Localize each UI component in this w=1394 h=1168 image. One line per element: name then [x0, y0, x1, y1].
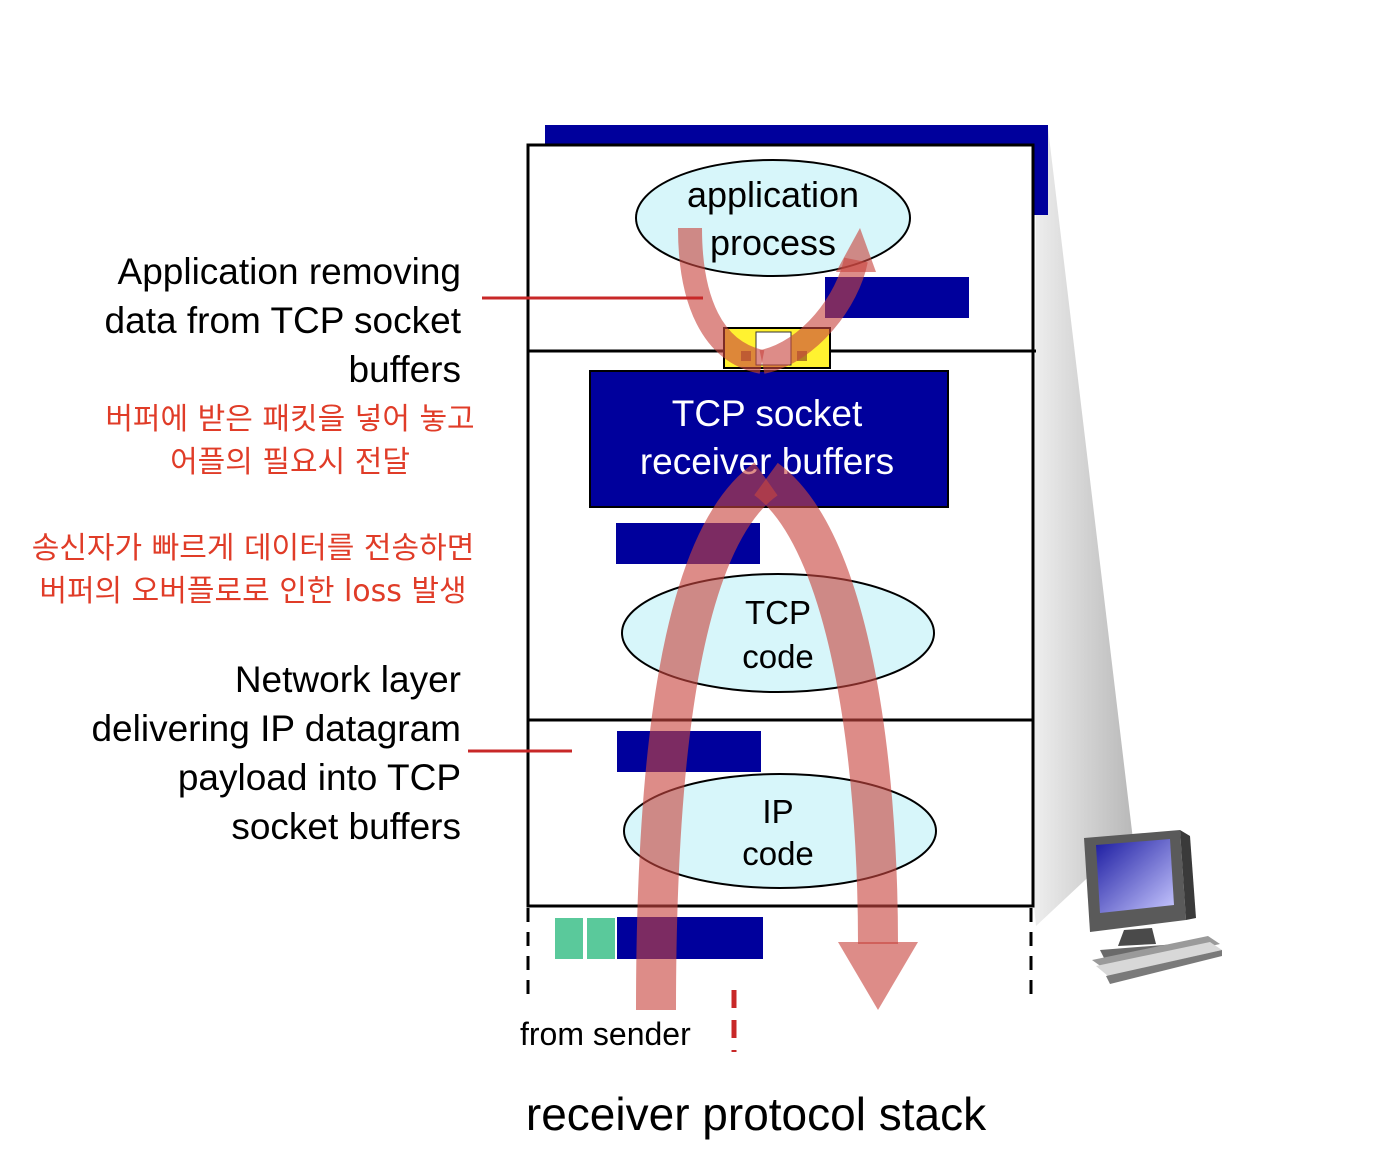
perspective-projection: [1034, 128, 1134, 926]
app-removing-line1: Application removing: [117, 251, 461, 292]
frame-header-1: [555, 918, 583, 959]
tcp-code-line1: TCP: [745, 594, 811, 631]
diagram-title: receiver protocol stack: [526, 1088, 987, 1140]
app-removing-line3: buffers: [348, 349, 461, 390]
upward-arrowhead: [836, 228, 876, 272]
application-label-line1: application: [687, 174, 859, 215]
from-sender-label: from sender: [520, 1016, 691, 1052]
network-layer-line3: payload into TCP: [177, 757, 461, 798]
tcp-code-line2: code: [742, 638, 814, 675]
ip-code-line1: IP: [762, 793, 793, 830]
downward-flow-arrow: [753, 462, 898, 945]
downward-arrowhead: [838, 942, 918, 1010]
network-layer-line1: Network layer: [234, 659, 461, 700]
network-layer-line2: delivering IP datagram: [91, 708, 461, 749]
application-label-line2: process: [710, 222, 836, 263]
network-layer-line4: socket buffers: [231, 806, 461, 847]
app-removing-line2: data from TCP socket: [104, 300, 461, 341]
app-loop-right: [758, 257, 868, 374]
korean-buffer-note-line1: 버퍼에 받은 패킷을 넣어 놓고: [105, 402, 475, 437]
korean-overflow-note-line2: 버퍼의 오버플로로 인한 loss 발생: [39, 574, 467, 609]
upward-flow-arrow: [636, 462, 779, 1011]
korean-overflow-note-line1: 송신자가 빠르게 데이터를 전송하면: [31, 531, 475, 566]
korean-buffer-note: 버퍼에 받은 패킷을 넣어 놓고 어플의 필요시 전달: [40, 398, 540, 484]
tcp-buffer-label-line1: TCP socket: [672, 393, 863, 434]
application-process-ellipse: [635, 159, 911, 277]
frame-header-2: [587, 918, 615, 959]
stack-back-slab: [545, 125, 1048, 147]
korean-buffer-note-line2: 어플의 필요시 전달: [170, 445, 410, 480]
app-loop-left: [678, 227, 765, 374]
ip-code-line2: code: [742, 835, 814, 872]
app-removing-annotation: Application removing data from TCP socke…: [105, 247, 461, 394]
desktop-computer-icon: [1084, 830, 1222, 984]
network-layer-annotation: Network layer delivering IP datagram pay…: [91, 655, 461, 851]
korean-overflow-note: 송신자가 빠르게 데이터를 전송하면 버퍼의 오버플로로 인한 loss 발생: [0, 527, 506, 613]
stack-back-slab-side: [1033, 125, 1048, 215]
tcp-buffer-label-line2: receiver buffers: [640, 441, 894, 482]
